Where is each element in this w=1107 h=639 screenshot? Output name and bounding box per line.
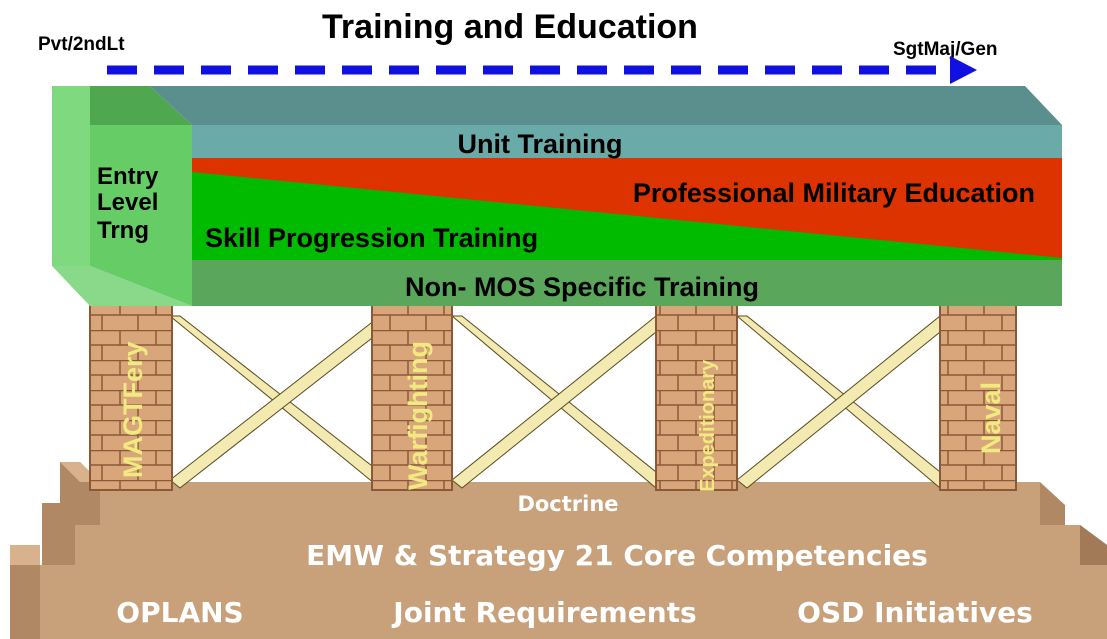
- pillar-expeditionary: [655, 301, 738, 491]
- entry-level-label-line3: Trng: [97, 217, 149, 244]
- career-progression-arrow: [107, 56, 977, 84]
- pillar-warfighting: [371, 301, 453, 491]
- foundation-base-step: [10, 545, 1107, 639]
- pme-label: Professional Military Education: [633, 178, 1035, 208]
- non-mos-label: Non- MOS Specific Training: [405, 272, 759, 302]
- entry-level-front: [90, 125, 192, 306]
- pillar-label-naval: Naval: [976, 382, 1006, 454]
- pillar-label-magtf: MAGTFery: [118, 341, 148, 478]
- cross-bracing: [168, 315, 951, 489]
- beam-top-face: [52, 86, 1062, 125]
- doctrine-label: Doctrine: [517, 492, 618, 516]
- base-item-oplans: OPLANS: [116, 596, 243, 629]
- non-mos-band: [192, 260, 1062, 306]
- core-competencies-label: EMW & Strategy 21 Core Competencies: [306, 539, 928, 572]
- foundation-top-step: [60, 462, 1065, 525]
- pillar-magtf: [89, 301, 173, 491]
- pillar-naval: [939, 301, 1017, 491]
- unit-training-label: Unit Training: [458, 129, 623, 159]
- entry-level-label-line2: Level: [97, 189, 158, 216]
- entry-level-bottom: [52, 266, 192, 306]
- foundation-middle-step: [42, 503, 1107, 565]
- pillar-label-expeditionary: Expeditionary: [697, 359, 719, 492]
- entry-level-label-line1: Entry: [97, 163, 159, 190]
- pillar-label-warfighting: Warfighting: [403, 341, 433, 490]
- base-item-joint-requirements: Joint Requirements: [391, 596, 696, 629]
- skill-progression-label: Skill Progression Training: [205, 223, 538, 253]
- end-rank-label: SgtMaj/Gen: [893, 39, 998, 60]
- start-rank-label: Pvt/2ndLt: [38, 34, 125, 55]
- unit-training-band: [192, 125, 1062, 158]
- skill-progression-band: [192, 172, 1062, 260]
- base-item-osd-initiatives: OSD Initiatives: [797, 596, 1033, 629]
- entry-level-side: [52, 86, 90, 266]
- diagram-title: Training and Education: [322, 8, 698, 46]
